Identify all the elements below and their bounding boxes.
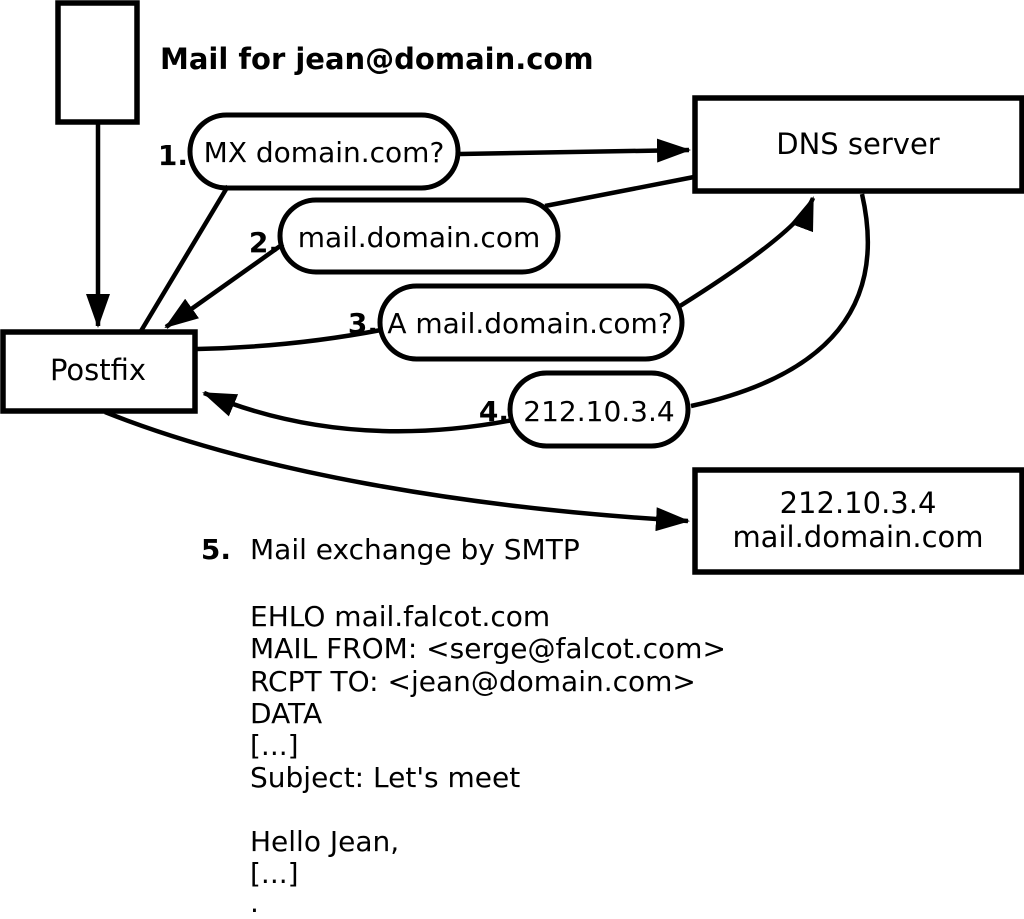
step2-pill	[277, 197, 561, 275]
smtp-line-ehlo: EHLO mail.falcot.com	[250, 600, 550, 633]
smtp-line-mail-from: MAIL FROM: <serge@falcot.com>	[250, 632, 726, 665]
line-dns-to-step2	[544, 174, 695, 209]
arrow-step1-to-dns	[459, 138, 691, 163]
step3-number: 3.	[348, 307, 378, 340]
dns-server-label: DNS server	[776, 127, 940, 161]
postfix-node	[0, 329, 198, 414]
smtp-line-ellipsis-2: [...]	[250, 857, 299, 890]
dns-server-node	[692, 95, 1024, 194]
step1-number: 1.	[158, 139, 188, 172]
line-dns-to-step4	[690, 193, 871, 409]
mail-server-ip-label: 212.10.3.4	[780, 486, 937, 520]
line-postfix-to-step3	[196, 327, 382, 352]
step2-number: 2.	[249, 226, 279, 259]
smtp-line-hello: Hello Jean,	[250, 825, 399, 858]
arrow-postfix-to-mail-server	[104, 409, 690, 532]
smtp-line-rcpt-to: RCPT TO: <jean@domain.com>	[250, 665, 696, 698]
step5-label: Mail exchange by SMTP	[250, 533, 580, 566]
step3-label: A mail.domain.com?	[387, 307, 672, 340]
smtp-line-subject: Subject: Let's meet	[250, 761, 520, 794]
step1-label: MX domain.com?	[204, 136, 445, 169]
line-postfix-to-step1	[139, 184, 230, 333]
step3-pill	[377, 283, 685, 362]
step5-number: 5.	[201, 533, 231, 566]
postfix-label: Postfix	[50, 353, 146, 387]
arrow-step2-to-postfix	[164, 242, 285, 329]
mail-server-hostname-label: mail.domain.com	[732, 520, 983, 554]
step2-label: mail.domain.com	[298, 221, 540, 254]
message-node	[55, 0, 140, 125]
arrow-step3-to-dns	[678, 196, 816, 308]
smtp-line-data: DATA	[250, 697, 322, 730]
arrow-step4-to-postfix	[202, 390, 514, 434]
smtp-line-end-dot: .	[250, 886, 259, 919]
smtp-session-block: EHLO mail.falcot.com MAIL FROM: <serge@f…	[250, 600, 726, 919]
step4-pill	[507, 370, 691, 449]
step4-label: 212.10.3.4	[523, 395, 674, 428]
step1-pill	[187, 112, 461, 191]
caption-mail-for: Mail for jean@domain.com	[160, 42, 594, 76]
mail-server-node	[692, 467, 1024, 575]
smtp-line-ellipsis-1: [...]	[250, 729, 299, 762]
step4-number: 4.	[479, 395, 509, 428]
